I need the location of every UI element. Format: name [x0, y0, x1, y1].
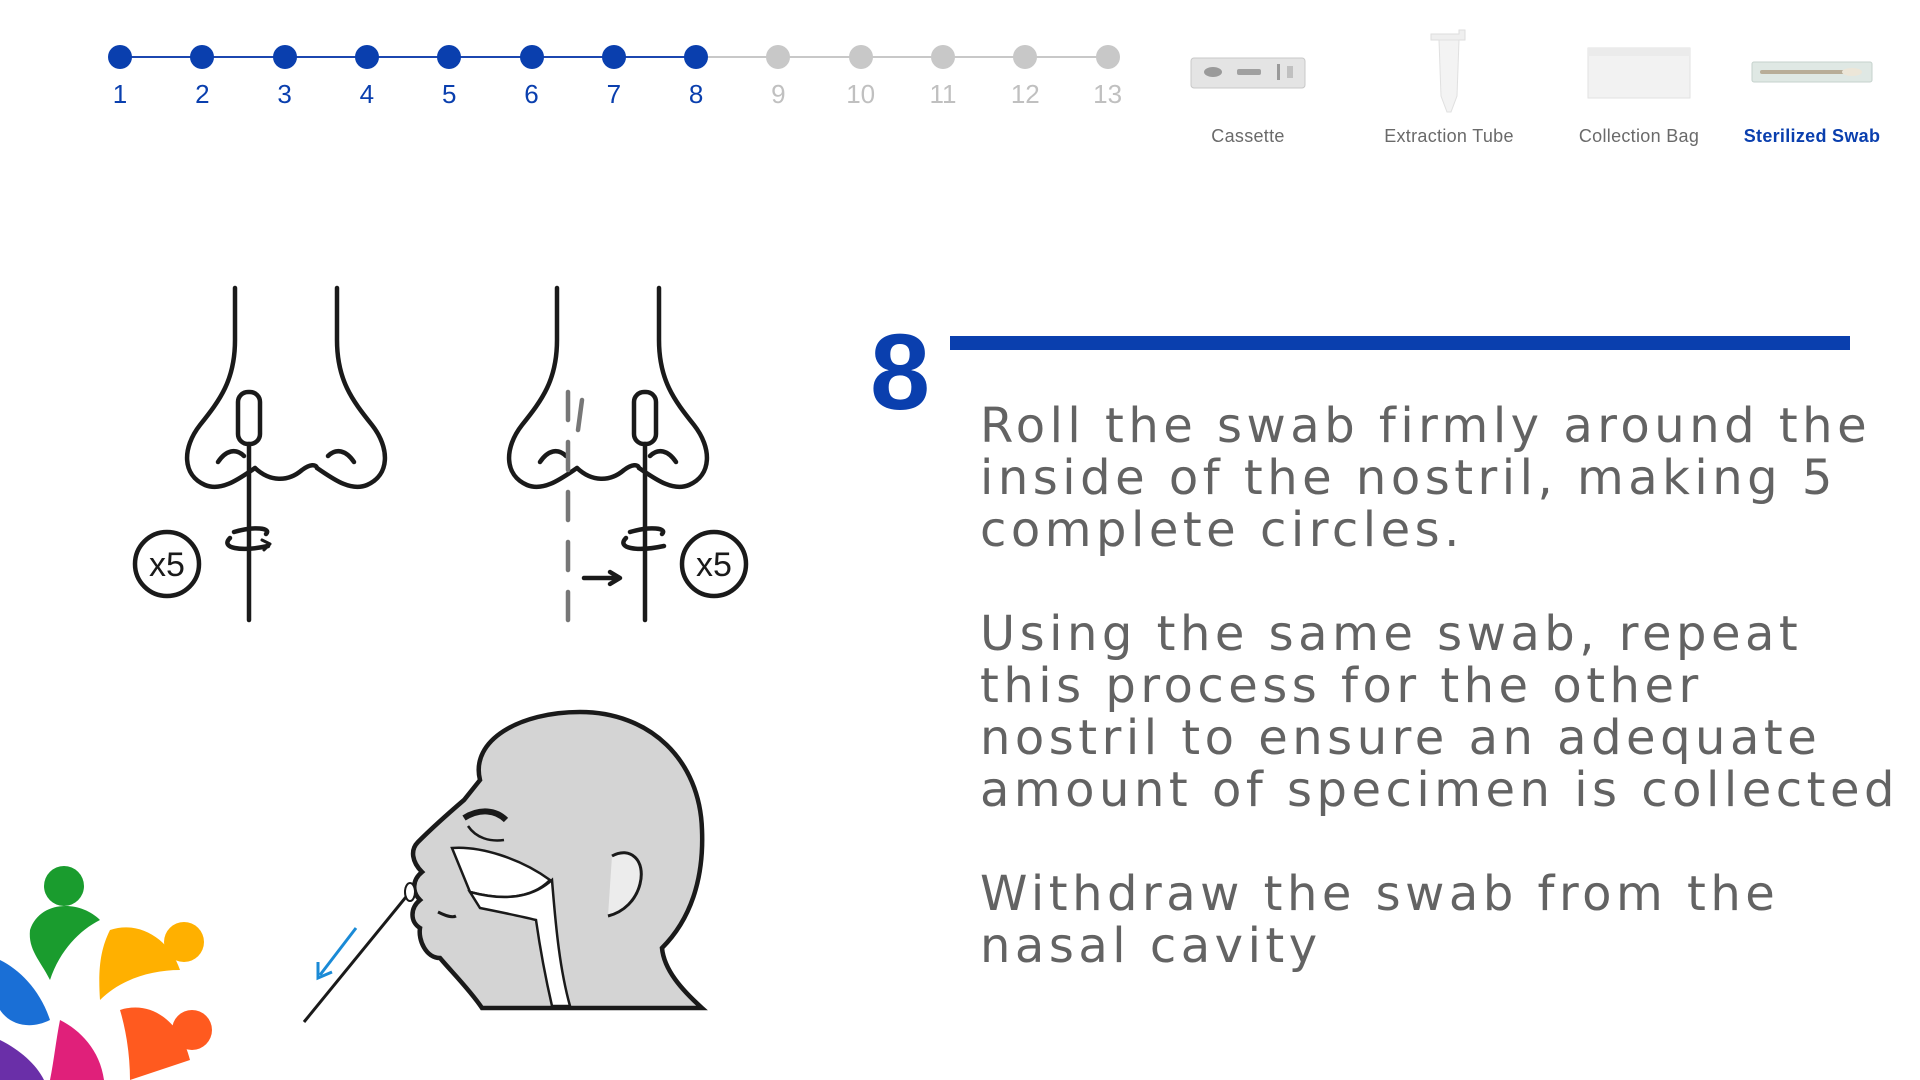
step-indicator-9[interactable]: 9 [766, 45, 791, 109]
step-number-label: 5 [441, 79, 457, 109]
step-indicator-10[interactable]: 10 [846, 45, 875, 109]
step-indicator-6[interactable]: 6 [519, 45, 544, 109]
withdraw-arrow [318, 927, 358, 976]
extraction-tube-icon [1359, 26, 1539, 118]
step-indicator-3[interactable]: 3 [272, 45, 297, 109]
rotation-count-left: x5 [149, 546, 185, 584]
kit-item-sterilized-swab[interactable]: Sterilized Swab [1722, 26, 1902, 147]
step-indicator-4[interactable]: 4 [354, 45, 379, 109]
rotation-count-badge-right [679, 529, 749, 599]
step-dot [848, 45, 873, 69]
step-number: 8 [870, 311, 930, 432]
step-dot [766, 45, 791, 69]
step-dot [108, 45, 132, 69]
step-number-label: 11 [929, 79, 957, 109]
step-indicator-11[interactable]: 11 [930, 45, 957, 109]
step-dot [272, 45, 297, 69]
kit-item-collection-bag[interactable]: Collection Bag [1549, 26, 1729, 147]
step-dot [684, 45, 709, 69]
kit-item-label: Collection Bag [1578, 126, 1700, 146]
step-indicator-2[interactable]: 2 [190, 45, 215, 109]
swab-stick [302, 891, 412, 1023]
head-profile-illustration [302, 709, 708, 1023]
step-dot [1095, 45, 1120, 69]
progress-track-completed [120, 56, 698, 58]
step-number-label: 2 [195, 79, 210, 109]
step-indicator-8[interactable]: 8 [684, 45, 709, 109]
kit-item-label: Extraction Tube [1384, 126, 1514, 146]
step-dot [354, 45, 379, 69]
step-number-label: 10 [846, 79, 876, 109]
brand-logo [0, 860, 220, 1080]
rotation-count-badge-left [132, 529, 202, 599]
kit-item-label: Cassette [1211, 126, 1285, 146]
cassette-icon [1158, 26, 1338, 118]
step-dot [190, 45, 215, 69]
step-number-label: 12 [1010, 79, 1040, 109]
step-dot [931, 45, 955, 69]
kit-item-extraction-tube[interactable]: Extraction Tube [1359, 26, 1539, 147]
step-number-label: 13 [1093, 79, 1123, 109]
step-dot [519, 45, 544, 69]
kit-item-label: Sterilized Swab [1743, 126, 1881, 146]
step-indicator-12[interactable]: 12 [1011, 45, 1040, 109]
kit-item-cassette[interactable]: Cassette [1158, 26, 1338, 147]
nose-right-illustration [506, 285, 710, 643]
nose-left-illustration [184, 285, 388, 623]
step-number-label: 4 [359, 79, 375, 109]
step-number-label: 3 [277, 79, 292, 109]
step-header-rule [950, 336, 1850, 350]
step-number-label: 9 [771, 79, 786, 109]
collection-bag-icon [1549, 26, 1729, 118]
step-dot [601, 45, 626, 69]
step-indicator-13[interactable]: 13 [1093, 45, 1122, 109]
instruction-paragraph: Withdraw the swab from the nasal cavity [980, 866, 1780, 974]
step-number-label: 8 [688, 79, 704, 109]
step-indicator-7[interactable]: 7 [601, 45, 626, 109]
instruction-paragraph: Using the same swab, repeat this process… [980, 606, 1899, 818]
step-indicator-5[interactable]: 5 [437, 45, 462, 109]
step-number-label: 1 [112, 79, 128, 109]
step-indicator-1[interactable]: 1 [108, 45, 132, 109]
instruction-paragraph: Roll the swab firmly around the inside o… [980, 398, 1872, 558]
sterilized-swab-icon [1722, 26, 1902, 118]
step-number-label: 7 [606, 79, 622, 109]
swab-illustrations: x5 x5 [0, 250, 820, 1080]
instruction-text: Roll the swab firmly around the inside o… [980, 400, 1900, 1024]
step-number-label: 6 [524, 79, 539, 109]
step-dot [1013, 45, 1038, 69]
step-dot [437, 45, 462, 69]
rotation-count-right: x5 [696, 546, 732, 584]
